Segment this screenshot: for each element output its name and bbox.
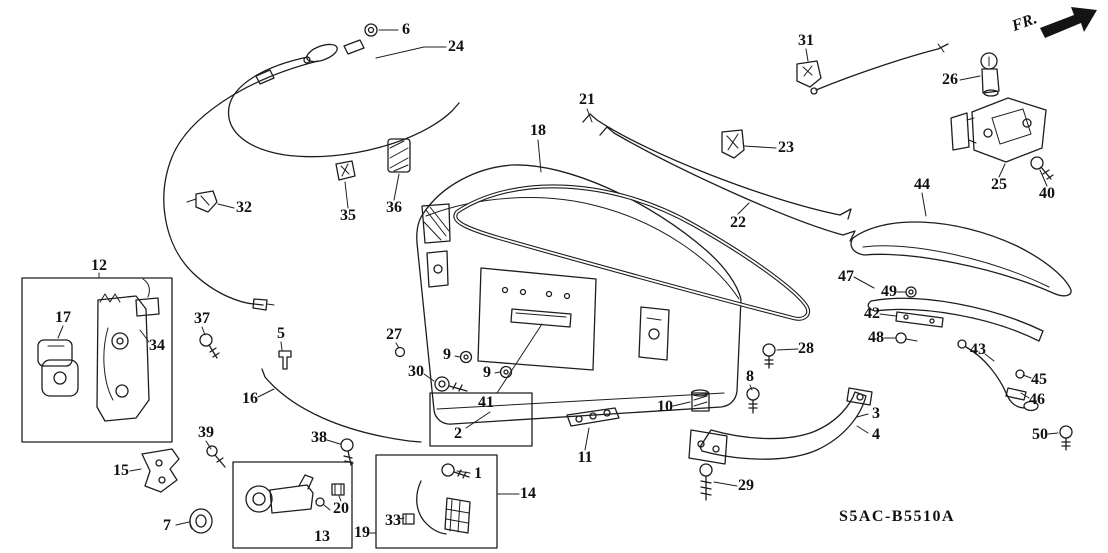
part-callout-16[interactable]: 16 [242, 390, 258, 407]
part-callout-7[interactable]: 7 [163, 517, 171, 534]
part-callout-34[interactable]: 34 [149, 337, 165, 354]
trunk-lid-drawing [416, 164, 742, 425]
part-callout-2[interactable]: 2 [454, 425, 462, 442]
leader-lines [57, 29, 1059, 534]
part-callout-20[interactable]: 20 [333, 500, 349, 517]
part-callout-21[interactable]: 21 [579, 91, 595, 108]
hinge-drawing [688, 387, 873, 501]
part-callout-41[interactable]: 41 [478, 394, 494, 411]
part-callout-23[interactable]: 23 [778, 139, 794, 156]
part-callout-17[interactable]: 17 [55, 309, 71, 326]
part-callout-35[interactable]: 35 [340, 207, 356, 224]
part-callout-9[interactable]: 9 [483, 364, 491, 381]
part-callout-24[interactable]: 24 [448, 38, 464, 55]
part-callout-19[interactable]: 19 [354, 524, 370, 541]
torsion-bars-drawing [582, 113, 856, 242]
part-callout-39[interactable]: 39 [198, 424, 214, 441]
small-parts-drawing [141, 129, 1073, 534]
part-callout-6[interactable]: 6 [402, 21, 410, 38]
part-callout-13[interactable]: 13 [314, 528, 330, 545]
part-callout-36[interactable]: 36 [386, 199, 402, 216]
part-callout-10[interactable]: 10 [657, 398, 673, 415]
part-callout-28[interactable]: 28 [798, 340, 814, 357]
part-callout-42[interactable]: 42 [864, 305, 880, 322]
part-callout-1[interactable]: 1 [474, 465, 482, 482]
diagram-code: S5AC-B5510A [838, 508, 956, 525]
part-callout-18[interactable]: 18 [530, 122, 546, 139]
cylinder-and-cable-boxes-drawing [232, 454, 498, 549]
part-callout-14[interactable]: 14 [520, 485, 536, 502]
part-callout-25[interactable]: 25 [991, 176, 1007, 193]
part-callout-40[interactable]: 40 [1039, 185, 1055, 202]
part-callout-33[interactable]: 33 [385, 512, 401, 529]
part-callout-3[interactable]: 3 [872, 405, 880, 422]
part-callout-47[interactable]: 47 [838, 268, 854, 285]
part-callout-12[interactable]: 12 [91, 257, 107, 274]
part-callout-22[interactable]: 22 [730, 214, 746, 231]
spoiler-drawing [850, 221, 1072, 412]
part-callout-49[interactable]: 49 [881, 283, 897, 300]
striker-and-cylinder-drawing [796, 43, 1054, 180]
part-callout-50[interactable]: 50 [1032, 426, 1048, 443]
part-callout-38[interactable]: 38 [311, 429, 327, 446]
part-callout-5[interactable]: 5 [277, 325, 285, 342]
part-callout-32[interactable]: 32 [236, 199, 252, 216]
part-callout-26[interactable]: 26 [942, 71, 958, 88]
lock-assembly-drawing [21, 277, 173, 443]
part-callout-45[interactable]: 45 [1031, 371, 1047, 388]
part-callout-29[interactable]: 29 [738, 477, 754, 494]
part-callout-37[interactable]: 37 [194, 310, 210, 327]
weatherstrip-drawing [453, 184, 811, 321]
part-callout-48[interactable]: 48 [868, 329, 884, 346]
part-callout-8[interactable]: 8 [746, 368, 754, 385]
part-callout-11[interactable]: 11 [577, 449, 593, 466]
part-callout-44[interactable]: 44 [914, 176, 930, 193]
part-callout-43[interactable]: 43 [970, 341, 986, 358]
part-callout-9[interactable]: 9 [443, 346, 451, 363]
fr-arrow-icon [1040, 7, 1097, 38]
part-callout-27[interactable]: 27 [386, 326, 402, 343]
part-callout-46[interactable]: 46 [1029, 391, 1045, 408]
part-callout-4[interactable]: 4 [872, 426, 880, 443]
part-callout-15[interactable]: 15 [113, 462, 129, 479]
part-callout-30[interactable]: 30 [408, 363, 424, 380]
part-callout-31[interactable]: 31 [798, 32, 814, 49]
plate-bolt-box-drawing [429, 392, 533, 447]
